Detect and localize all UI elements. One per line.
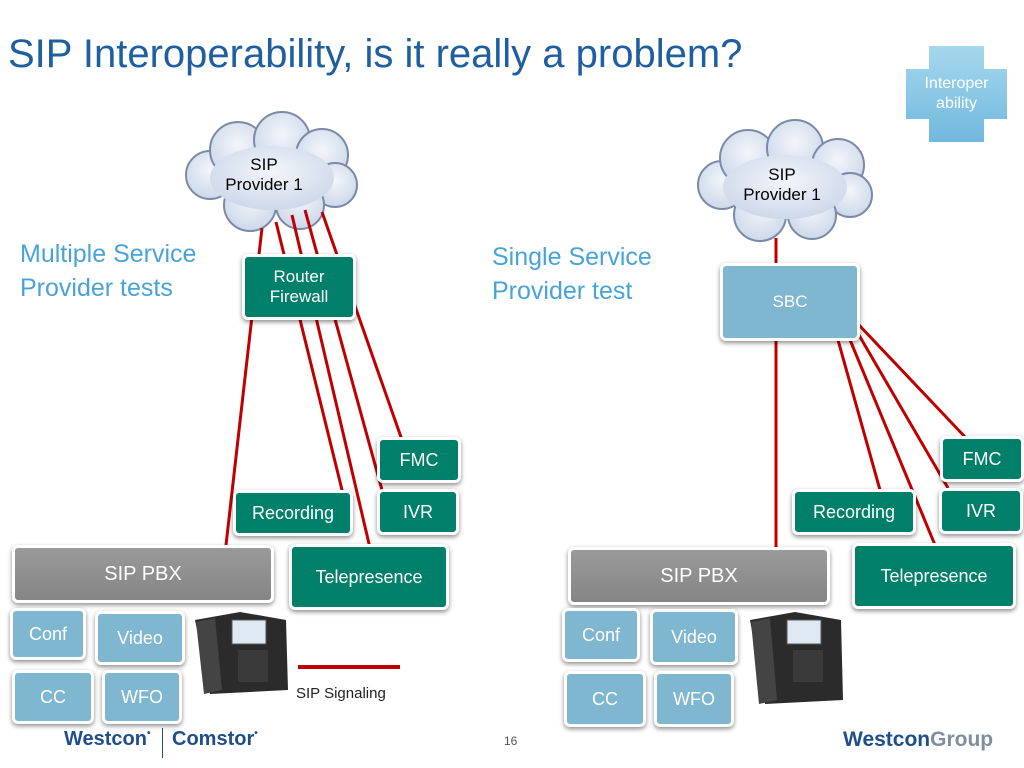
westcon-logo-text: Westcon bbox=[64, 728, 147, 750]
interoperability-badge-shape bbox=[904, 44, 1009, 144]
signal-line-fmc-right bbox=[856, 322, 968, 440]
signal-line-telepresence-right bbox=[846, 334, 937, 546]
sbc-box: SBC bbox=[720, 263, 860, 341]
slide-title: SIP Interoperability, is it really a pro… bbox=[8, 32, 743, 76]
interoperability-badge-label: Interoper ability bbox=[905, 74, 1008, 114]
cloud-label-left: SIP Provider 1 bbox=[218, 155, 310, 195]
sip-pbx-box-left: SIP PBX bbox=[12, 545, 274, 603]
ivr-box-left: IVR bbox=[377, 489, 459, 535]
badge-line-2: ability bbox=[936, 95, 977, 112]
cloud-left-line-1: SIP bbox=[250, 155, 278, 174]
comstor-logo: Comstor• bbox=[172, 728, 258, 750]
westcon-group-logo-a: Westcon bbox=[843, 728, 931, 751]
video-box-right: Video bbox=[650, 609, 738, 665]
conf-box-right: Conf bbox=[562, 608, 640, 662]
sip-signaling-lines-right bbox=[774, 238, 968, 548]
logo-divider bbox=[162, 728, 163, 758]
signal-line-ivr-right bbox=[854, 329, 950, 489]
cc-box-left: CC bbox=[12, 670, 94, 724]
ip-phone-left bbox=[195, 612, 288, 694]
video-box-left: Video bbox=[95, 611, 185, 665]
cc-box-right: CC bbox=[564, 671, 646, 727]
cloud-right-line-2: Provider 1 bbox=[743, 185, 821, 204]
subtitle-left: Multiple Service Provider tests bbox=[20, 237, 196, 305]
comstor-logo-text: Comstor bbox=[172, 728, 255, 750]
subtitle-left-line-1: Multiple Service bbox=[20, 240, 197, 268]
subtitle-right-line-2: Provider test bbox=[492, 277, 633, 305]
cloud-label-right: SIP Provider 1 bbox=[734, 165, 830, 205]
cloud-right-line-1: SIP bbox=[768, 165, 796, 184]
telepresence-box-left: Telepresence bbox=[289, 544, 449, 610]
subtitle-left-line-2: Provider tests bbox=[20, 274, 173, 302]
telepresence-box-right: Telepresence bbox=[852, 543, 1016, 609]
fmc-box-right: FMC bbox=[940, 436, 1024, 482]
wfo-box-left: WFO bbox=[102, 670, 182, 724]
signal-line-fmc-left bbox=[320, 211, 404, 441]
badge-line-1: Interoper bbox=[924, 75, 989, 92]
subtitle-right: Single Service Provider test bbox=[492, 240, 652, 308]
westcon-group-logo: WestconGroup bbox=[843, 728, 993, 752]
fmc-box-left: FMC bbox=[377, 437, 461, 483]
conf-box-left: Conf bbox=[10, 608, 86, 660]
recording-box-left: Recording bbox=[233, 490, 353, 536]
recording-box-right: Recording bbox=[792, 489, 916, 535]
sip-pbx-box-right: SIP PBX bbox=[568, 547, 830, 605]
page-number: 16 bbox=[504, 734, 518, 748]
wfo-box-right: WFO bbox=[654, 671, 734, 727]
westcon-logo: Westcon• bbox=[64, 728, 151, 750]
ip-phone-right bbox=[750, 612, 843, 704]
router-firewall-box: Router Firewall bbox=[242, 254, 356, 320]
legend-label: SIP Signaling bbox=[296, 685, 386, 702]
sip-provider-cloud-left bbox=[185, 111, 358, 232]
sip-provider-cloud-right bbox=[697, 119, 873, 242]
cloud-left-line-2: Provider 1 bbox=[225, 175, 303, 194]
ivr-box-right: IVR bbox=[939, 488, 1023, 534]
signal-line-recording-right bbox=[836, 339, 882, 491]
legend-line-swatch bbox=[298, 665, 400, 669]
subtitle-right-line-1: Single Service bbox=[492, 243, 652, 271]
westcon-group-logo-b: Group bbox=[930, 728, 994, 751]
